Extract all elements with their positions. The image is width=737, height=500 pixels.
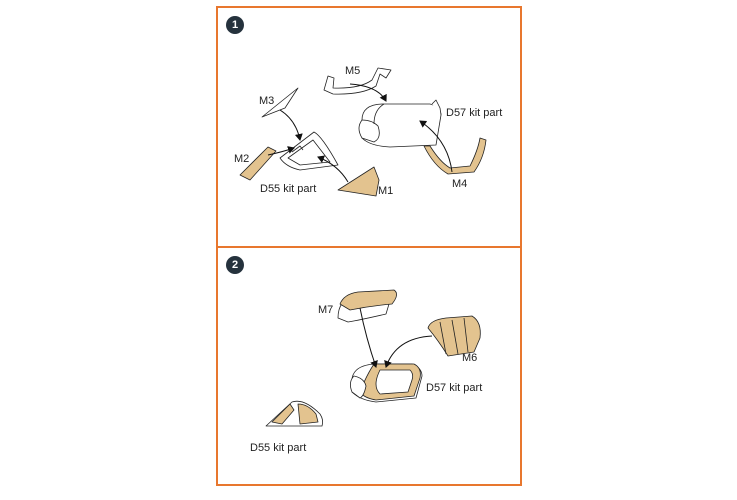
step-2-arrows — [359, 307, 433, 368]
d55-label-step1: D55 kit part — [260, 183, 316, 195]
m1-label: M1 — [378, 185, 393, 197]
step-2-parts — [265, 289, 481, 427]
step-1-labels: M1 M2 M3 M4 M5 D55 kit part D57 kit part — [234, 65, 502, 197]
m4-label: M4 — [452, 178, 467, 190]
m5-part — [323, 67, 392, 95]
d55-part-step2 — [265, 400, 324, 427]
m1-part — [337, 166, 380, 197]
step-2-labels: M7 M6 D57 kit part D55 kit part — [250, 304, 482, 454]
d57-label-step1: D57 kit part — [446, 107, 502, 119]
m3-part — [261, 87, 299, 118]
m7-part — [337, 289, 397, 323]
d57-part-step2 — [350, 363, 423, 403]
d57-part-step1 — [358, 99, 442, 148]
step-2-badge: 2 — [226, 256, 244, 274]
m5-label: M5 — [345, 65, 360, 77]
d55-part-step1 — [279, 131, 339, 171]
m3-label: M3 — [259, 95, 274, 107]
d57-label-step2: D57 kit part — [426, 382, 482, 394]
step-1-arrows — [267, 83, 453, 183]
step-1-parts — [239, 67, 487, 197]
m2-part — [239, 146, 277, 181]
m6-part — [427, 315, 481, 357]
d55-label-step2: D55 kit part — [250, 442, 306, 454]
m4-part — [423, 137, 487, 175]
step-1-badge: 1 — [226, 16, 244, 34]
m2-label: M2 — [234, 153, 249, 165]
m7-label: M7 — [318, 304, 333, 316]
m6-label: M6 — [462, 352, 477, 364]
